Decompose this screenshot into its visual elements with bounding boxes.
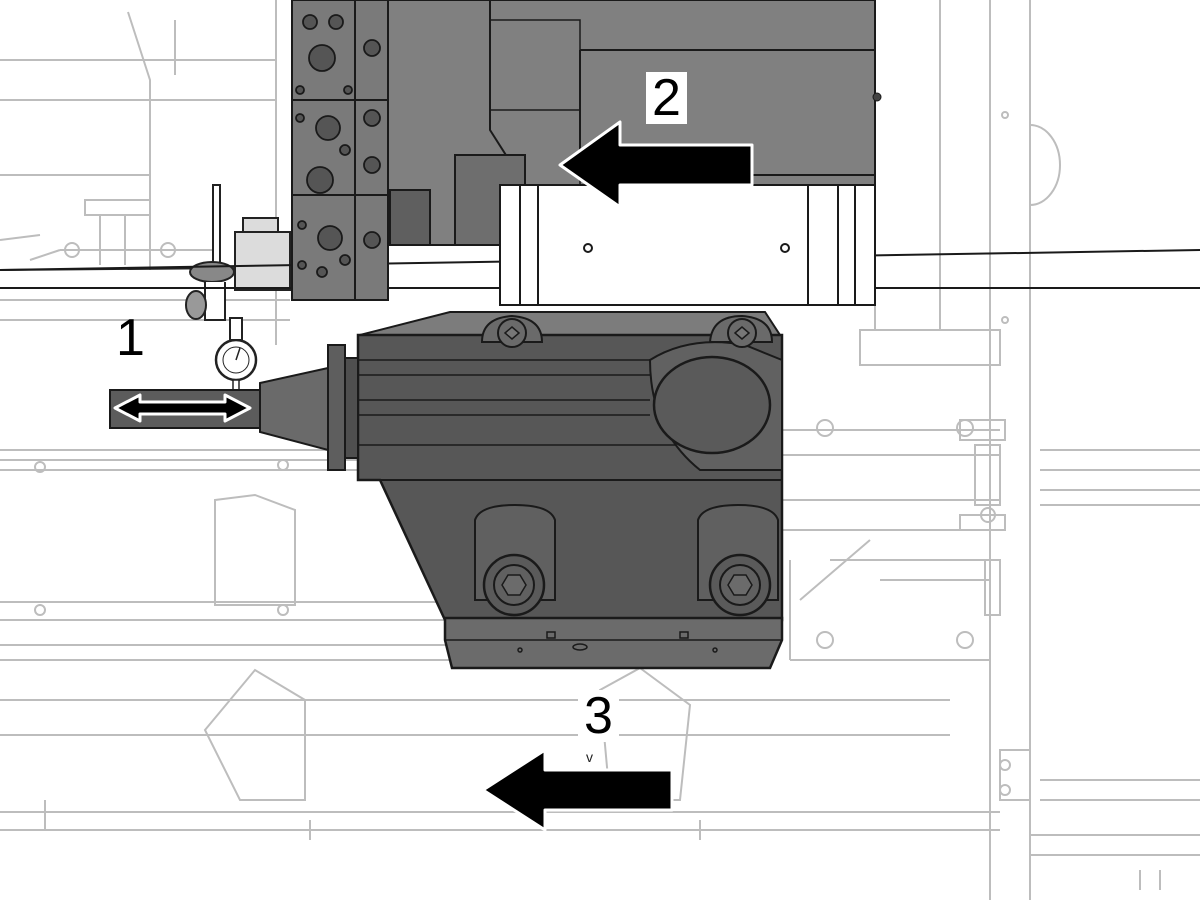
step-label-2: 2 — [646, 72, 687, 124]
step-label-1: 1 — [116, 309, 145, 367]
dial-gauge-icon — [214, 317, 258, 393]
bolt-icon — [480, 314, 774, 348]
dial-gauge-assembly — [0, 184, 291, 393]
bolt-icon — [474, 503, 779, 617]
left-arrow-icon — [558, 120, 754, 209]
double-arrow-icon — [113, 393, 252, 423]
small-mark: v — [586, 749, 593, 765]
spindle-head — [109, 311, 784, 670]
upper-turret-assembly — [291, 0, 882, 306]
left-arrow-icon — [481, 748, 674, 832]
step-label-3: 3 — [578, 690, 619, 742]
